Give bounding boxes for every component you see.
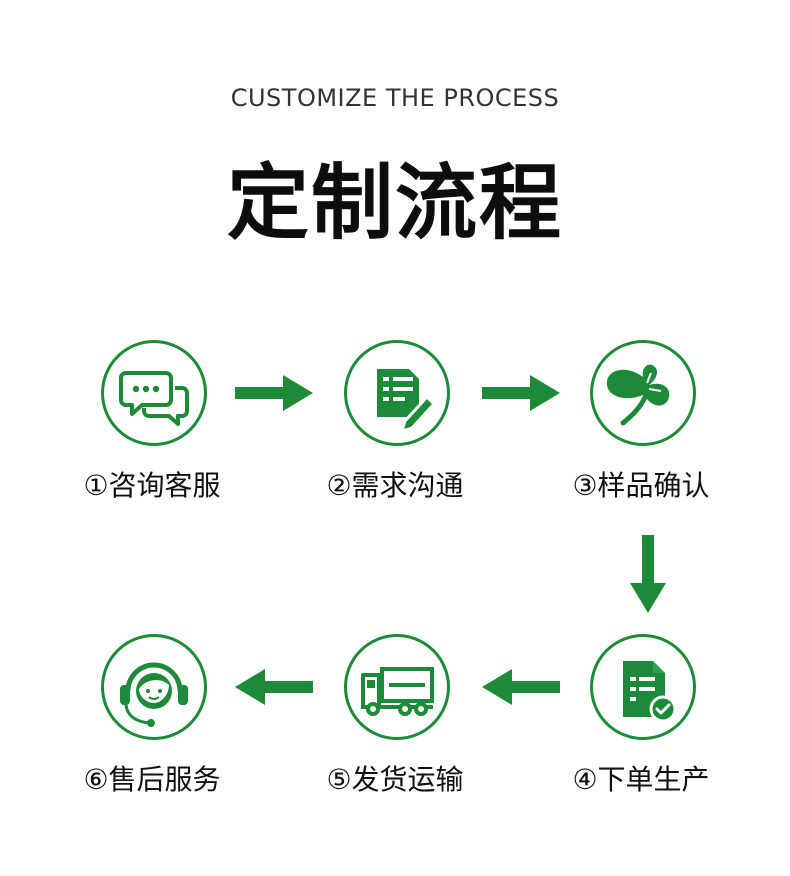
step-label: ②需求沟通 <box>326 469 464 502</box>
step-requirements: ②需求沟通 <box>300 340 490 520</box>
step-icon-circle <box>344 634 450 740</box>
headset-agent-icon <box>120 662 188 727</box>
page-subtitle: CUSTOMIZE THE PROCESS <box>230 84 560 112</box>
arrow-right-icon <box>235 375 313 411</box>
document-check-icon <box>623 661 677 723</box>
step-label: ⑤发货运输 <box>326 763 464 796</box>
step-label: ①咨询客服 <box>83 469 221 502</box>
arrow-right-icon <box>482 375 560 411</box>
step-icon-circle <box>590 634 696 740</box>
arrow-left-icon <box>482 669 560 705</box>
step-sample: ③样品确认 <box>546 340 736 520</box>
page-title: 定制流程 <box>226 156 563 251</box>
arrow-down-icon <box>630 535 666 613</box>
step-production: ④下单生产 <box>546 634 736 814</box>
step-label: ⑥售后服务 <box>83 763 221 796</box>
step-icon-circle <box>101 634 207 740</box>
arrow-left-icon <box>235 669 313 705</box>
truck-icon <box>361 667 434 716</box>
step-label: ④下单生产 <box>572 763 710 796</box>
step-icon-circle <box>344 340 450 446</box>
step-label: ③样品确认 <box>572 469 710 502</box>
step-after-sales: ⑥售后服务 <box>57 634 247 814</box>
step-shipping: ⑤发货运输 <box>300 634 490 814</box>
clover-leaf-icon <box>606 364 670 426</box>
step-icon-circle <box>590 340 696 446</box>
step-icon-circle <box>101 340 207 446</box>
step-consult: ①咨询客服 <box>57 340 247 520</box>
document-pen-icon <box>377 369 437 434</box>
chat-bubbles-icon <box>119 371 189 426</box>
